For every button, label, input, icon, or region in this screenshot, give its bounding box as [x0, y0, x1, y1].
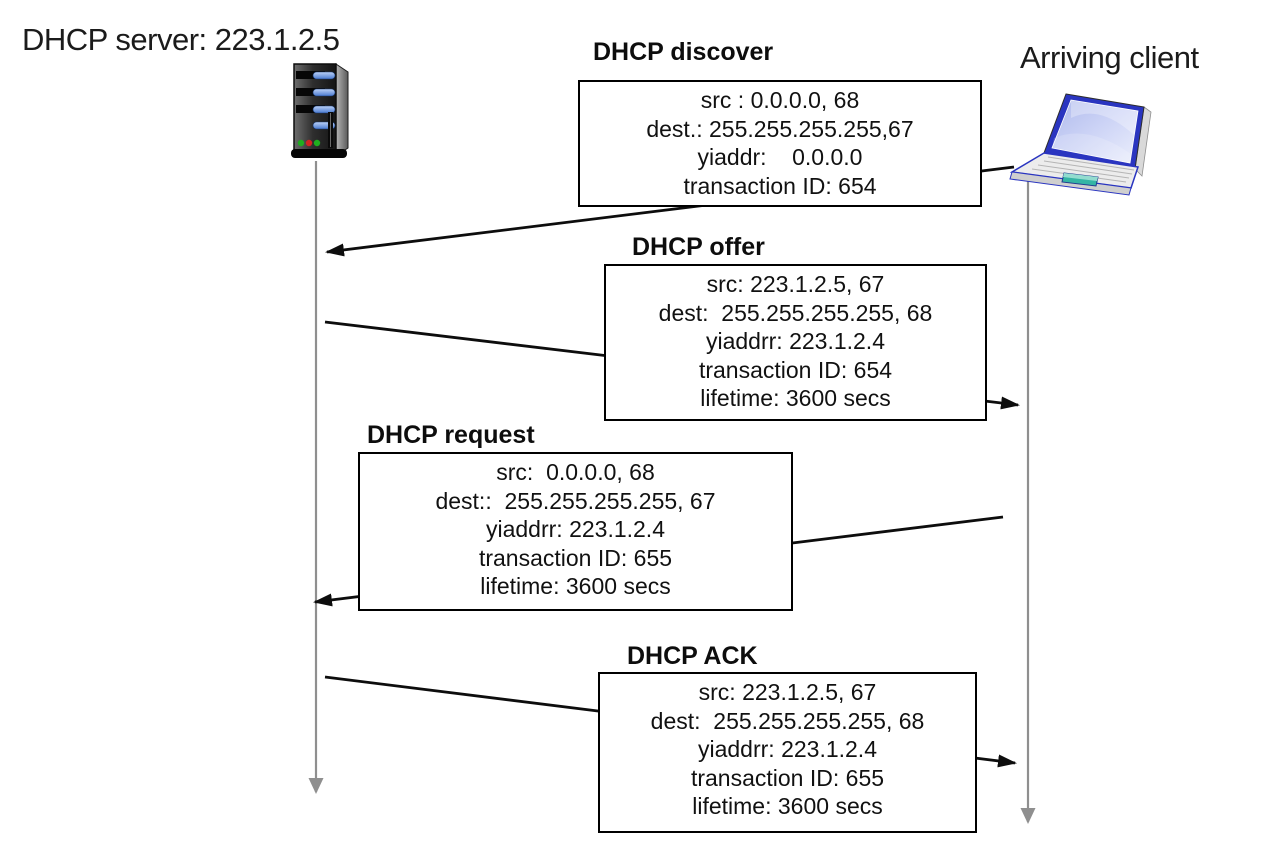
message-box-ack: src: 223.1.2.5, 67 dest: 255.255.255.255…	[598, 672, 977, 833]
message-box-request: src: 0.0.0.0, 68 dest:: 255.255.255.255,…	[358, 452, 793, 611]
message-line: yiaddr: 0.0.0.0	[697, 144, 863, 170]
server-title: DHCP server: 223.1.2.5	[22, 22, 340, 57]
message-line: yiaddrr: 223.1.2.4	[697, 736, 877, 762]
message-line: dest: 255.255.255.255, 68	[658, 299, 933, 326]
laptop-icon	[1009, 93, 1152, 196]
server-tower-icon	[291, 63, 349, 158]
message-line: lifetime: 3600 secs	[700, 385, 891, 411]
message-line: lifetime: 3600 secs	[480, 573, 671, 599]
message-line: yiaddrr: 223.1.2.4	[705, 328, 885, 354]
server-led-lights	[297, 139, 321, 147]
message-line: dest: 255.255.255.255, 68	[650, 707, 925, 734]
message-line: src: 223.1.2.5, 67	[698, 679, 877, 705]
message-line: transaction ID: 654	[698, 356, 893, 383]
message-line: src : 0.0.0.0, 68	[700, 87, 860, 113]
message-title-offer: DHCP offer	[632, 233, 765, 261]
message-title-discover: DHCP discover	[593, 38, 774, 66]
message-box-discover: src : 0.0.0.0, 68 dest.: 255.255.255.255…	[578, 80, 982, 207]
message-line: dest:: 255.255.255.255, 67	[435, 487, 716, 514]
message-line: transaction ID: 655	[478, 544, 673, 571]
message-title-ack: DHCP ACK	[627, 642, 758, 670]
message-line: lifetime: 3600 secs	[692, 793, 883, 819]
message-title-request: DHCP request	[367, 421, 535, 449]
message-line: transaction ID: 654	[683, 172, 877, 199]
message-line: src: 223.1.2.5, 67	[706, 271, 885, 297]
message-line: src: 0.0.0.0, 68	[496, 459, 655, 485]
message-box-offer: src: 223.1.2.5, 67 dest: 255.255.255.255…	[604, 264, 987, 421]
client-title: Arriving client	[1020, 40, 1199, 75]
message-line: yiaddrr: 223.1.2.4	[485, 516, 665, 542]
message-line: transaction ID: 655	[690, 764, 885, 791]
message-line: dest.: 255.255.255.255,67	[646, 115, 914, 142]
